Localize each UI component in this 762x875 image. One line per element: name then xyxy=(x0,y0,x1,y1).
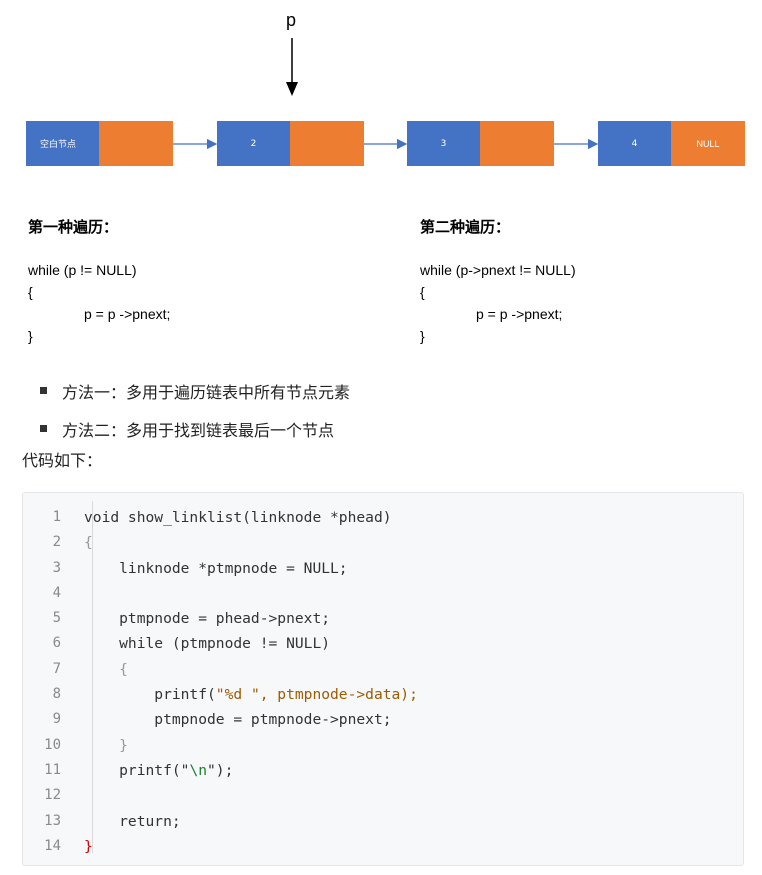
code-token-escape: \n xyxy=(189,761,208,779)
line-number: 14 xyxy=(44,837,61,854)
traversal-method-one: 第一种遍历： while (p != NULL) { p = p ->pnext… xyxy=(28,216,368,356)
code-line: p = p ->pnext; xyxy=(476,306,563,322)
code-line: } xyxy=(420,328,425,344)
list-node: 空白节点 xyxy=(26,121,173,166)
diagram-arrows xyxy=(173,38,599,150)
bullet-list: 方法一：多用于遍历链表中所有节点元素 方法二：多用于找到链表最后一个节点 xyxy=(40,372,350,448)
line-number: 8 xyxy=(52,686,61,703)
code-line: p = p ->pnext; xyxy=(84,306,171,322)
line-number: 10 xyxy=(44,736,61,753)
list-node: 4 NULL xyxy=(598,121,745,166)
node-data: 4 xyxy=(598,121,671,166)
code-line: { xyxy=(28,284,33,300)
node-data: 空白节点 xyxy=(26,121,99,166)
gutter-divider xyxy=(92,501,93,853)
line-number: 7 xyxy=(52,660,61,677)
bullet-text: 方法二：多用于找到链表最后一个节点 xyxy=(62,421,335,440)
code-token-string: "%d ", ptmpnode->data); xyxy=(215,686,418,704)
list-node: 3 xyxy=(407,121,554,166)
code-line: while (ptmpnode != NULL) xyxy=(84,635,331,653)
line-number: 5 xyxy=(52,610,61,627)
traversal-method-two: 第二种遍历： while (p->pnext != NULL) { p = p … xyxy=(420,216,740,356)
node-next xyxy=(99,121,173,166)
code-line: { xyxy=(84,534,93,552)
line-number: 13 xyxy=(44,812,61,829)
line-number: 2 xyxy=(52,534,61,551)
bullet-text: 方法一：多用于遍历链表中所有节点元素 xyxy=(62,383,351,402)
node-data: 3 xyxy=(407,121,480,166)
code-line: while (p != NULL) xyxy=(28,262,137,278)
node-next xyxy=(480,121,554,166)
code-intro: 代码如下： xyxy=(22,451,103,470)
node-data: 2 xyxy=(217,121,290,166)
code-line: } xyxy=(28,328,33,344)
line-number: 9 xyxy=(52,711,61,728)
list-node: 2 xyxy=(217,121,364,166)
square-bullet-icon xyxy=(40,387,47,394)
code-line: return; xyxy=(84,812,181,830)
line-number: 6 xyxy=(52,635,61,652)
line-number: 4 xyxy=(52,584,61,601)
traversal-title: 第一种遍历： xyxy=(28,218,119,236)
code-block: 1 2 3 4 5 6 7 8 9 10 11 12 13 14 void sh… xyxy=(22,492,744,866)
code-lines: void show_linklist(linknode *phead) { li… xyxy=(84,505,418,859)
code-line: ptmpnode = phead->pnext; xyxy=(84,610,331,628)
code-line: linknode *ptmpnode = NULL; xyxy=(84,559,348,577)
code-line: void show_linklist(linknode *phead) xyxy=(84,509,392,526)
node-next xyxy=(290,121,364,166)
code-line: printf("%d ", ptmpnode->data); xyxy=(84,682,418,707)
list-item: 方法二：多用于找到链表最后一个节点 xyxy=(40,410,350,448)
line-number: 12 xyxy=(44,787,61,804)
code-line xyxy=(84,783,418,808)
code-line: printf("\n"); xyxy=(84,758,418,783)
code-token: printf( xyxy=(84,686,216,704)
code-line: { xyxy=(420,284,425,300)
code-line: ptmpnode = ptmpnode->pnext; xyxy=(84,711,392,729)
code-line: while (p->pnext != NULL) xyxy=(420,262,576,278)
line-number: 1 xyxy=(52,509,61,525)
list-item: 方法一：多用于遍历链表中所有节点元素 xyxy=(40,372,350,410)
square-bullet-icon xyxy=(40,425,47,432)
line-number: 11 xyxy=(44,761,61,778)
code-line: { xyxy=(84,660,128,678)
line-number-gutter: 1 2 3 4 5 6 7 8 9 10 11 12 13 14 xyxy=(23,505,73,859)
node-next: NULL xyxy=(671,121,745,166)
code-line: } xyxy=(84,837,93,855)
line-number: 3 xyxy=(52,559,61,576)
traversal-title: 第二种遍历： xyxy=(420,218,511,236)
linked-list-diagram: p 空白节点 2 3 4 NULL xyxy=(0,0,762,180)
pointer-label: p xyxy=(286,10,297,30)
code-token: printf(" xyxy=(84,761,190,779)
code-line: } xyxy=(84,736,128,754)
code-line xyxy=(84,581,418,606)
code-token: "); xyxy=(207,761,234,779)
